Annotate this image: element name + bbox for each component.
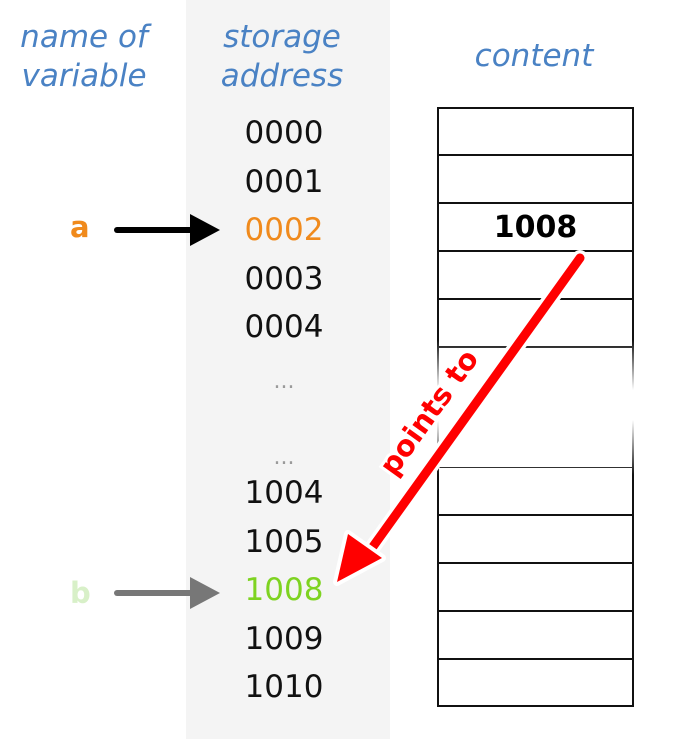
gap-fade-top (436, 340, 636, 390)
storage-address-column (186, 0, 390, 739)
memory-cell (437, 611, 634, 659)
arrow-a (114, 214, 220, 246)
address-0002: 0002 (244, 212, 324, 248)
address-1009: 1009 (244, 621, 324, 657)
header-name-of-variable: name of variable (20, 19, 148, 94)
header-storage-address: storage address (220, 19, 344, 94)
variable-a-label: a (70, 210, 90, 244)
address-0001: 0001 (244, 164, 324, 200)
memory-cell (437, 155, 634, 203)
ellipsis-lower: ... (273, 445, 295, 470)
address-0004: 0004 (244, 309, 324, 345)
memory-cell (437, 563, 634, 611)
memory-cell (437, 251, 634, 299)
address-1008: 1008 (244, 572, 324, 608)
gap-fade-bottom (436, 420, 636, 475)
memory-cell (437, 659, 634, 707)
header-content: content (474, 38, 594, 74)
memory-cell (437, 107, 634, 155)
ellipsis-upper: ... (273, 369, 295, 394)
memory-cell-value: 1008 (437, 203, 634, 251)
address-0003: 0003 (244, 261, 324, 297)
cell-value-text: 1008 (493, 209, 578, 245)
pointer-arrow (333, 250, 588, 586)
address-1005: 1005 (244, 524, 324, 560)
variable-b-label: b (70, 576, 91, 610)
memory-cell (437, 515, 634, 563)
address-0000: 0000 (244, 115, 324, 151)
address-1010: 1010 (244, 669, 324, 705)
address-1004: 1004 (244, 475, 324, 511)
arrow-b (114, 577, 220, 609)
